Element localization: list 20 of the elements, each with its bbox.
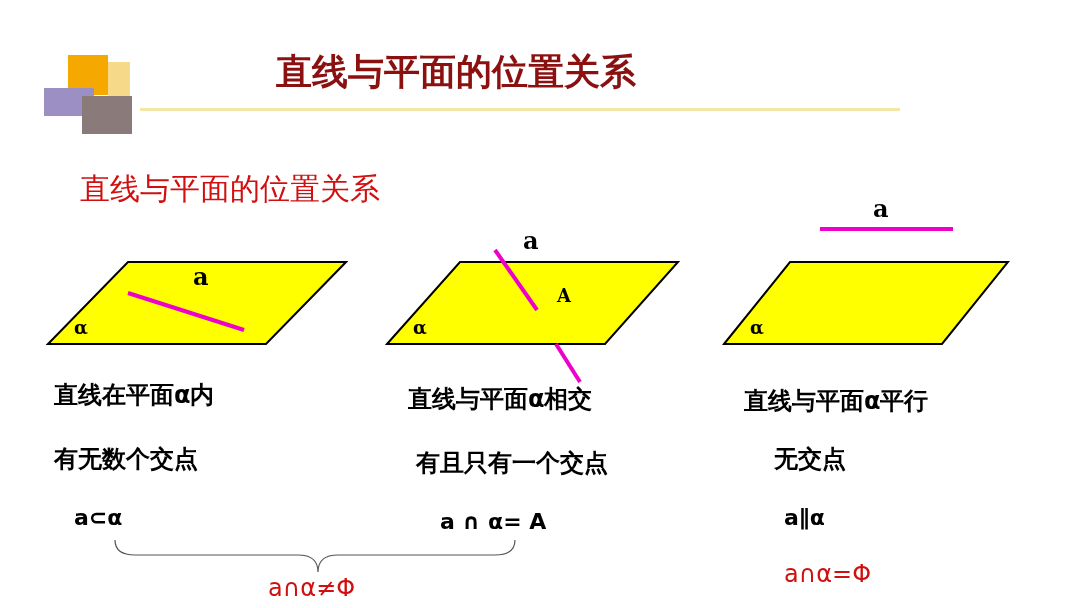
formula: a ∩ α= A <box>440 510 547 535</box>
plane-label: α <box>413 318 427 338</box>
formula: a∥α <box>784 506 825 531</box>
formula: a∩α≠Φ <box>268 575 356 602</box>
caption: 直线与平面α平行 <box>744 388 929 415</box>
caption: 有无数个交点 <box>54 446 198 473</box>
point-name: A <box>557 286 571 306</box>
plane-label: α <box>750 318 764 338</box>
subtitle: 直线与平面的位置关系 <box>80 172 380 205</box>
caption: 直线在平面α内 <box>54 382 215 409</box>
caption: 无交点 <box>774 446 846 473</box>
caption: 有且只有一个交点 <box>416 450 608 477</box>
line-name: a <box>193 264 209 291</box>
line-name: a <box>873 196 889 223</box>
plane-label: α <box>74 318 88 338</box>
formula: a∩α=Φ <box>784 561 872 588</box>
title: 直线与平面的位置关系 <box>276 52 636 92</box>
caption: 直线与平面α相交 <box>408 386 593 413</box>
line-name: a <box>523 228 539 255</box>
formula: a⊂α <box>74 506 123 531</box>
